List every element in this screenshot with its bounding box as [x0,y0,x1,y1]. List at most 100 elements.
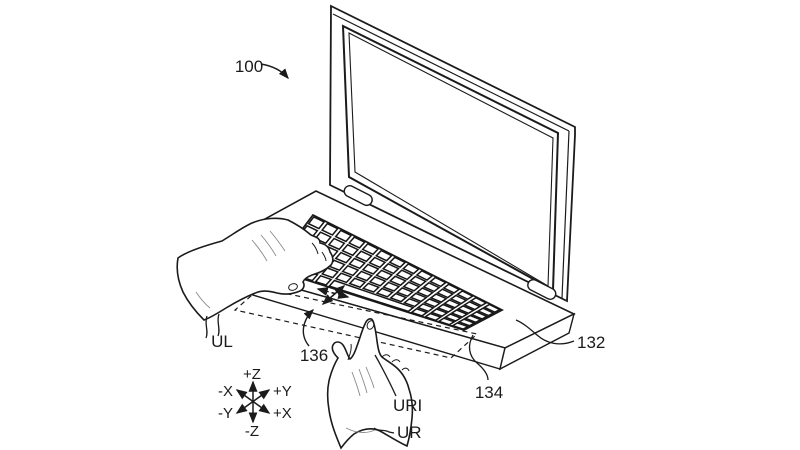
spacebar-key [327,279,415,313]
axis-indicator: +Z -Z -X +Y -Y +X [218,366,292,440]
ref-label-132: 132 [577,333,605,352]
ref-136-arrow [302,309,314,347]
keyboard-key [321,267,340,279]
keyboard-key [450,309,469,318]
left-hand [176,217,334,339]
keyboard-key [334,251,353,264]
keyboard-key [463,314,483,324]
keyboard-key [449,294,468,305]
label-uri: URI [374,354,422,415]
keyboard-key [422,298,442,308]
keyboard-key [476,307,495,317]
keyboard-key [375,269,394,281]
axis-minus-x: -X [218,383,233,400]
keyboard-key [334,272,353,284]
keyboard-key [402,297,422,308]
ref-label-136: 136 [300,346,328,365]
keyboard-key [416,303,435,313]
keyboard-key [361,263,380,275]
keyboard-key [354,270,374,282]
keyboard-key [457,318,477,327]
ref-132-leader [515,319,575,345]
hinge-left [343,185,373,207]
keyboard-key [409,292,428,303]
keyboard-key [395,287,414,298]
keyboard-key [388,275,407,287]
keyboard-key [437,317,456,326]
ref-136: 136 [300,309,328,365]
ref-134-leader [468,334,489,381]
keyboard-key [361,282,381,293]
ref-100: 100 [235,57,289,80]
keyboard-key [415,269,434,281]
hinge-right [527,278,557,300]
ref-100-arrow [260,63,289,80]
keyboard-key [334,229,353,243]
ur-leader [373,427,395,434]
axis-plus-z: +Z [243,366,261,383]
keyboard-key [314,231,332,245]
label-ul: UL [211,332,233,351]
keyboard-key [348,257,367,270]
keyboard-key [307,215,326,230]
axis-minus-z: -Z [245,423,259,440]
keyboard-key [436,303,456,313]
keyboard-key [429,276,448,288]
ref-label-100: 100 [235,57,263,76]
right-hand [326,318,414,450]
thumb-nail [288,283,298,291]
keyboard-key [463,300,482,311]
ul-leader [205,315,208,339]
keyboard-key [368,276,387,287]
keyboard-key [361,242,380,256]
keyboard-key [442,283,461,294]
keyboard-key [469,296,488,307]
keyboard-key [381,262,400,275]
keyboard-key [341,243,360,257]
keyboard-key [443,299,462,309]
keyboard-key [422,281,441,293]
keyboard-key [436,288,455,299]
index-nail [366,320,375,330]
base-right-face [498,312,576,371]
axis-plus-y: +Y [273,383,292,400]
label-ur: UR [373,423,422,442]
keyboard-key [314,274,333,286]
keyboard-key [408,275,427,287]
uri-text: URI [393,396,422,415]
gesture-arrows [316,285,350,305]
ref-132: 132 [515,319,605,352]
keyboard-key [429,293,448,303]
keyboard-key [354,250,373,263]
keyboard-key [368,256,387,269]
keyboard-key [430,308,449,317]
keyboard-key [347,236,366,249]
keyboard-key [456,290,475,301]
keyboard-key [389,292,408,303]
ul-text: UL [211,332,233,351]
uri-leader [374,354,397,397]
keyboard-key [450,322,470,330]
ref-134: 134 [468,334,503,402]
trackpad-outline [233,287,479,359]
keyboard-key [415,287,435,298]
keyboard-key [327,237,346,251]
keyboard-key [375,249,393,262]
keyboard-key [410,307,429,317]
keyboard-key [402,281,421,292]
keyboard-key [470,311,489,320]
keyboard-key [482,303,502,314]
keyboard-key [395,269,414,281]
ref-label-134: 134 [475,383,503,402]
keyboard-key [375,287,394,298]
keyboard-key [423,312,443,322]
ur-text: UR [397,423,422,442]
keyboard-key [320,222,339,236]
keyboard-key [341,264,360,277]
keyboard-key [382,281,401,292]
keyboard-key [456,305,476,315]
axis-minus-y: -Y [218,405,233,422]
keyboard-key [443,313,463,322]
